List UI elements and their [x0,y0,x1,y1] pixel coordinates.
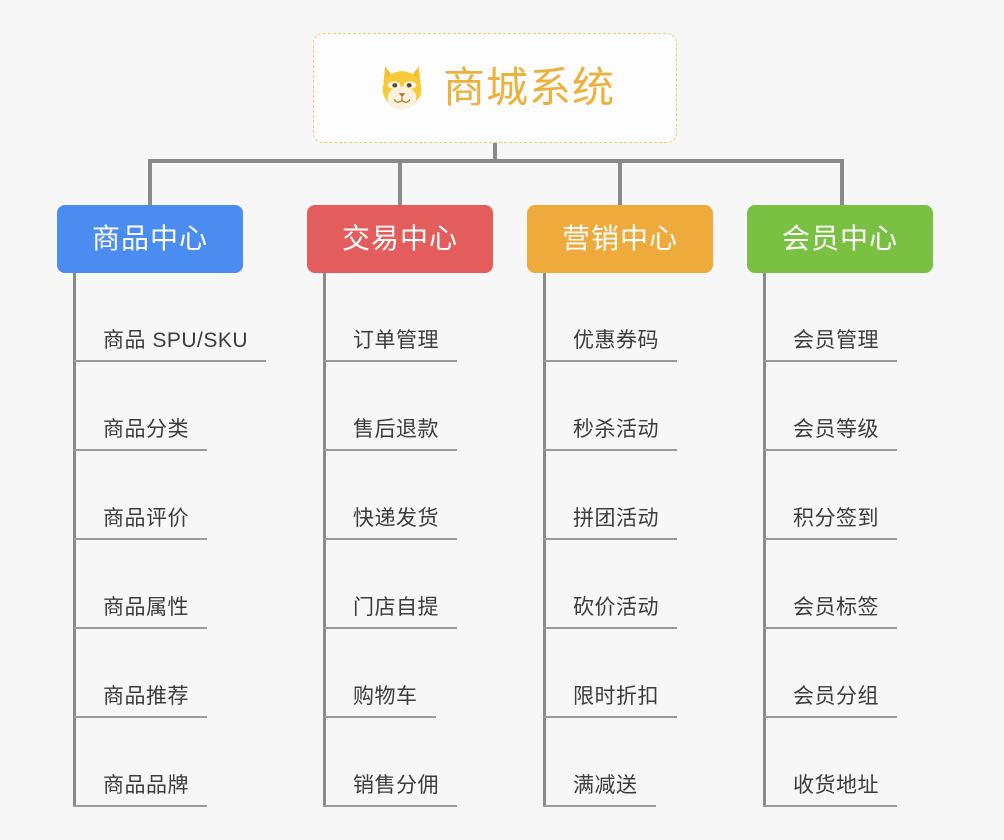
list-item-label: 会员管理 [793,329,879,352]
list-item-rule [543,805,656,807]
list-item-rule [763,360,897,362]
list-item[interactable]: 优惠券码 [543,273,677,362]
list-item-rule [543,360,677,362]
list-item-rule [323,627,457,629]
list-item-label: 积分签到 [793,507,879,530]
list-item-label: 快递发货 [353,507,439,530]
list-item-rule [73,538,207,540]
list-item-label: 收货地址 [793,774,879,797]
list-item-label: 商品评价 [103,507,189,530]
list-item-label: 商品分类 [103,418,189,441]
list-item[interactable]: 满减送 [543,718,656,807]
list-item-label: 售后退款 [353,418,439,441]
list-item-rule [323,449,457,451]
list-item[interactable]: 商品 SPU/SKU [73,273,267,362]
list-item-label: 销售分佣 [353,774,439,797]
list-item[interactable]: 商品推荐 [73,629,207,718]
list-item-rule [543,716,677,718]
list-item-label: 拼团活动 [573,507,659,530]
list-item-rule [73,360,267,362]
list-item[interactable]: 门店自提 [323,540,457,629]
list-item-label: 秒杀活动 [573,418,659,441]
connector-root-stem [493,143,497,163]
list-item[interactable]: 商品品牌 [73,718,207,807]
list-item[interactable]: 拼团活动 [543,451,677,540]
connector-spine [323,273,326,807]
list-item-rule [543,627,677,629]
list-item-rule [763,538,897,540]
list-item-rule [323,360,457,362]
list-item-rule [763,449,897,451]
root-node[interactable]: 商城系统 [313,33,677,143]
list-item-label: 商品 SPU/SKU [103,329,249,352]
list-item[interactable]: 会员分组 [763,629,897,718]
connector-branch-3 [618,159,622,205]
connector-spine [763,273,766,807]
connector-branch-1 [148,159,152,205]
branch-label: 营销中心 [561,223,678,254]
connector-branch-2 [398,159,402,205]
list-item-rule [323,805,457,807]
list-item-label: 订单管理 [353,329,439,352]
branch-header-product-center[interactable]: 商品中心 [57,205,243,273]
connector-branch-4 [840,159,844,205]
list-item-rule [543,449,677,451]
list-item[interactable]: 积分签到 [763,451,897,540]
dog-face-icon [382,66,422,110]
list-item-label: 商品推荐 [103,685,189,708]
list-item-rule [73,716,207,718]
list-item-label: 砍价活动 [573,596,659,619]
connector-bus [148,159,844,163]
list-item-label: 购物车 [353,685,418,708]
list-item-rule [73,449,207,451]
branch-label: 会员中心 [781,223,898,254]
list-item-rule [73,627,207,629]
list-item-rule [73,805,207,807]
list-item[interactable]: 订单管理 [323,273,457,362]
list-item-rule [323,538,457,540]
list-item-label: 门店自提 [353,596,439,619]
list-item[interactable]: 售后退款 [323,362,457,451]
branch-label: 交易中心 [341,223,458,254]
list-item[interactable]: 商品评价 [73,451,207,540]
list-item-rule [763,627,897,629]
list-item-label: 会员等级 [793,418,879,441]
list-item[interactable]: 快递发货 [323,451,457,540]
list-item-label: 限时折扣 [573,685,659,708]
list-item[interactable]: 会员标签 [763,540,897,629]
list-item-label: 商品品牌 [103,774,189,797]
list-item[interactable]: 销售分佣 [323,718,457,807]
list-item-label: 满减送 [573,774,638,797]
list-item-label: 优惠券码 [573,329,659,352]
list-item[interactable]: 秒杀活动 [543,362,677,451]
list-item[interactable]: 砍价活动 [543,540,677,629]
list-item-rule [763,716,897,718]
list-item-label: 会员标签 [793,596,879,619]
branch-label: 商品中心 [91,223,208,254]
list-item[interactable]: 会员管理 [763,273,897,362]
list-item[interactable]: 商品分类 [73,362,207,451]
list-item[interactable]: 限时折扣 [543,629,677,718]
connector-spine [543,273,546,807]
list-item-rule [763,805,897,807]
list-item[interactable]: 会员等级 [763,362,897,451]
branch-header-member-center[interactable]: 会员中心 [747,205,933,273]
branch-header-marketing-center[interactable]: 营销中心 [527,205,713,273]
list-item[interactable]: 商品属性 [73,540,207,629]
list-item-rule [323,716,436,718]
list-item-label: 商品属性 [103,596,189,619]
branch-header-trade-center[interactable]: 交易中心 [307,205,493,273]
list-item-rule [543,538,677,540]
list-item[interactable]: 收货地址 [763,718,897,807]
list-item[interactable]: 购物车 [323,629,436,718]
root-label: 商城系统 [442,64,615,111]
list-item-label: 会员分组 [793,685,879,708]
connector-spine [73,273,76,807]
